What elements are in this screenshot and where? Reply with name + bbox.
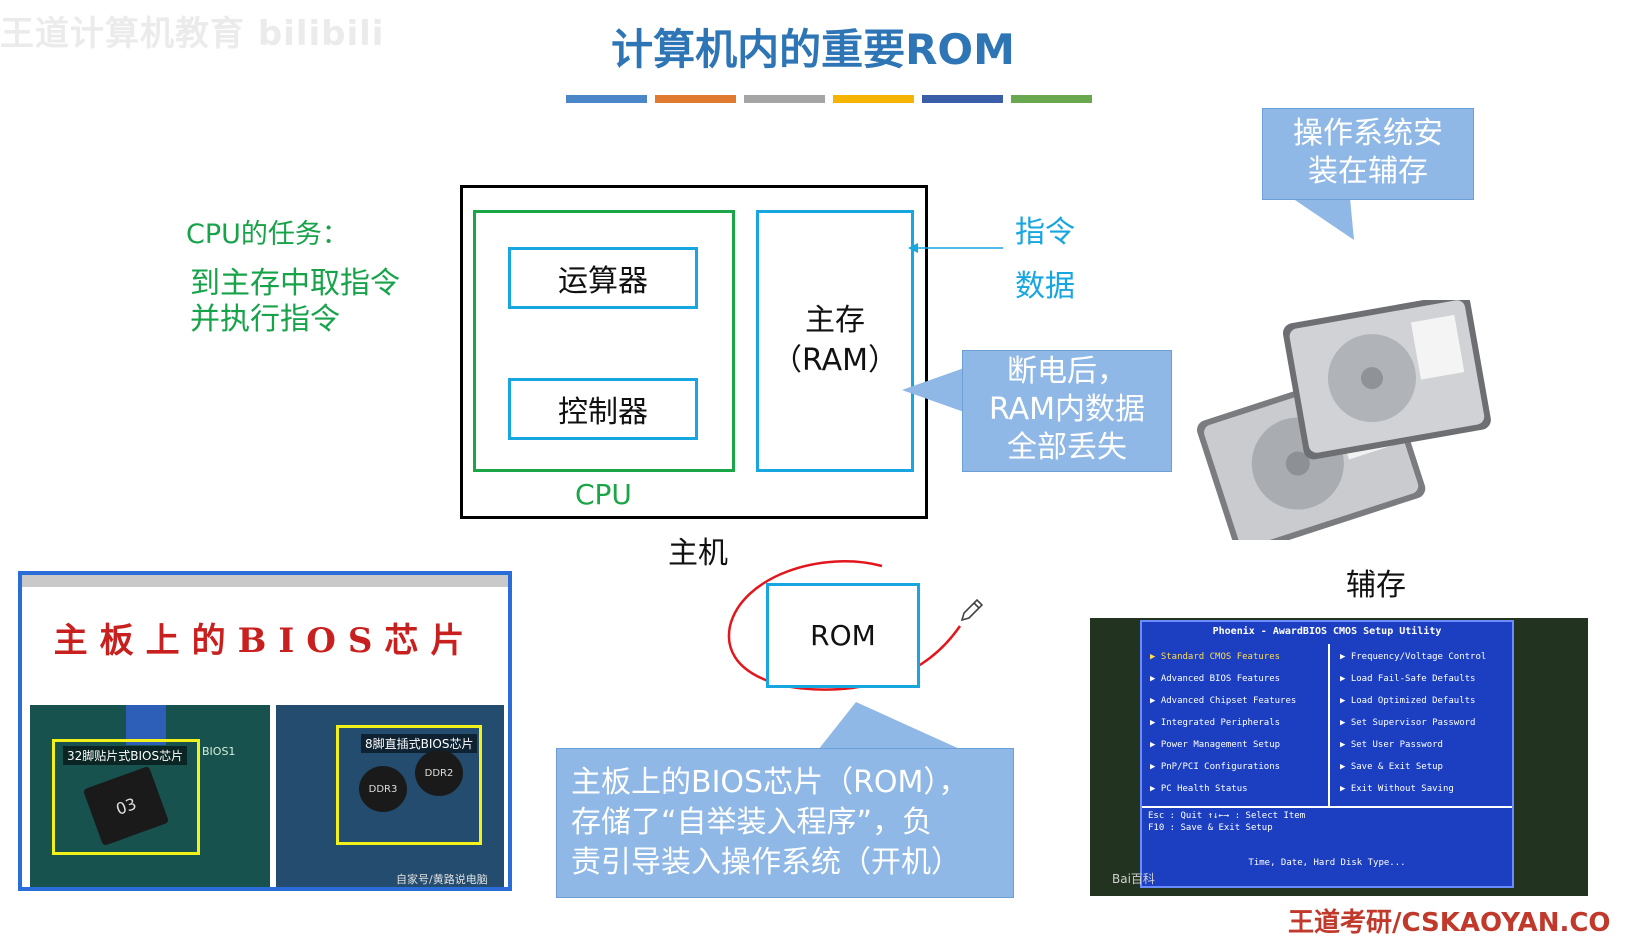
os-callout: 操作系统安 装在辅存 bbox=[1262, 108, 1474, 200]
chip-left-code: 03 bbox=[113, 793, 139, 819]
bios-menu-item: ▶ Load Optimized Defaults bbox=[1340, 696, 1476, 706]
chip-left-label: 32脚贴片式BIOS芯片 bbox=[63, 746, 188, 765]
chip-right-label: 8脚直插式BIOS芯片 bbox=[361, 734, 478, 753]
bios-chip-left: 03 bbox=[82, 765, 170, 847]
bios-menu-item: ▶ Standard CMOS Features bbox=[1150, 652, 1281, 662]
cpu-task-heading: CPU的任务： bbox=[186, 219, 349, 250]
ram-label: 主存 bbox=[805, 303, 865, 338]
accent-bar bbox=[1011, 95, 1092, 103]
host-box bbox=[460, 185, 928, 519]
cpu-label: CPU bbox=[575, 478, 632, 511]
photo-source-note: 自家号/黄路说电脑 bbox=[396, 873, 488, 886]
page-title: 计算机内的重要ROM bbox=[611, 25, 1015, 74]
callout-line: 全部丢失 bbox=[1007, 430, 1127, 465]
bios-divider bbox=[1328, 644, 1330, 806]
board-slot bbox=[126, 705, 166, 745]
watermark: 王道计算机教育 bilibili bbox=[0, 14, 385, 54]
callout-line: 主板上的BIOS芯片（ROM）， bbox=[571, 765, 969, 800]
pencil-icon bbox=[960, 598, 984, 622]
accent-bar bbox=[655, 95, 736, 103]
data-label: 数据 bbox=[1015, 269, 1075, 304]
bios-menu-item: ▶ PC Health Status bbox=[1150, 784, 1248, 794]
bios-photo-title: 主板上的BIOS芯片 bbox=[53, 621, 477, 661]
bios-key-line: Esc : Quit ↑↓←→ : Select Item bbox=[1148, 811, 1306, 821]
chip-left-frame: 32脚贴片式BIOS芯片 03 bbox=[52, 739, 200, 855]
cpu-task-line: 并执行指令 bbox=[190, 302, 340, 337]
footer-url: 王道考研/CSKAOYAN.CO bbox=[1288, 908, 1611, 938]
callout-line: 断电后， bbox=[1007, 354, 1127, 389]
callout-line: RAM内数据 bbox=[988, 392, 1146, 427]
bios-menu-item: ▶ Advanced Chipset Features bbox=[1150, 696, 1297, 706]
bios-menu-item: ▶ Frequency/Voltage Control bbox=[1340, 652, 1487, 662]
bios-right-menu: ▶ Frequency/Voltage Control ▶ Load Fail-… bbox=[1332, 646, 1516, 800]
chip-right-code: DDR2 bbox=[424, 767, 454, 779]
bios-menu-item: ▶ Integrated Peripherals bbox=[1150, 718, 1281, 728]
accent-bar bbox=[744, 95, 825, 103]
hard-disk-image bbox=[1197, 300, 1491, 540]
input-arrow bbox=[908, 243, 1003, 253]
cpu-box bbox=[473, 210, 735, 472]
controller-box: 控制器 bbox=[508, 378, 698, 440]
bios-divider bbox=[1142, 806, 1512, 808]
os-callout-pointer bbox=[1292, 198, 1354, 240]
board-right: 8脚直插式BIOS芯片 DDR3 DDR2 自家号/黄路说电脑 bbox=[276, 705, 504, 887]
board-silkscreen: BIOS1 bbox=[202, 745, 236, 758]
chip-right-code: DDR3 bbox=[368, 783, 398, 795]
bios-menu-item: ▶ Set User Password bbox=[1340, 740, 1443, 750]
board-left: 32脚贴片式BIOS芯片 03 BIOS1 bbox=[30, 705, 270, 887]
accent-bar bbox=[833, 95, 914, 103]
callout-line: 操作系统安 bbox=[1293, 116, 1443, 151]
bios-key-help: Esc : Quit ↑↓←→ : Select Item F10 : Save… bbox=[1148, 810, 1508, 834]
cpu-task-description: 到主存中取指令 并执行指令 bbox=[190, 266, 450, 338]
rom-box: ROM bbox=[766, 583, 920, 688]
title-accent-bars bbox=[566, 95, 1092, 103]
accent-bar bbox=[566, 95, 647, 103]
bios-left-menu: ▶ Standard CMOS Features ▶ Advanced BIOS… bbox=[1142, 646, 1326, 800]
instruction-label: 指令 bbox=[1015, 215, 1075, 250]
bios-menu-item: ▶ Advanced BIOS Features bbox=[1150, 674, 1281, 684]
input-labels: 指令 数据 bbox=[1015, 206, 1075, 314]
ram-callout: 断电后， RAM内数据 全部丢失 bbox=[962, 350, 1172, 472]
rom-callout-pointer bbox=[818, 702, 962, 750]
rom-callout: 主板上的BIOS芯片（ROM）， 存储了“自举装入程序”，负 责引导装入操作系统… bbox=[556, 748, 1014, 898]
chip-right-frame: 8脚直插式BIOS芯片 DDR3 DDR2 bbox=[336, 725, 482, 845]
bios-chip-right-a: DDR3 bbox=[359, 766, 407, 812]
secondary-storage-label: 辅存 bbox=[1346, 568, 1406, 603]
ram-callout-pointer bbox=[902, 368, 964, 412]
alu-box: 运算器 bbox=[508, 247, 698, 309]
callout-line: 责引导装入操作系统（开机） bbox=[571, 845, 961, 880]
host-label: 主机 bbox=[668, 536, 728, 571]
bios-chip-right-b: DDR2 bbox=[415, 750, 463, 796]
bios-header: Phoenix - AwardBIOS CMOS Setup Utility bbox=[1212, 626, 1442, 637]
ram-box: 主存 （RAM） bbox=[756, 210, 914, 472]
bios-menu-item: ▶ Power Management Setup bbox=[1150, 740, 1281, 750]
bios-setup-screen: Phoenix - AwardBIOS CMOS Setup Utility ▶… bbox=[1140, 620, 1514, 888]
photo-top-strip bbox=[22, 575, 508, 587]
bios-menu-item: ▶ Load Fail-Safe Defaults bbox=[1340, 674, 1476, 684]
bios-key-line: F10 : Save & Exit Setup bbox=[1148, 823, 1273, 833]
bios-chip-photo: 主板上的BIOS芯片 32脚贴片式BIOS芯片 03 BIOS1 8脚直插式BI… bbox=[18, 571, 512, 891]
bios-menu-item: ▶ Set Supervisor Password bbox=[1340, 718, 1476, 728]
ram-label-sub: （RAM） bbox=[771, 343, 899, 378]
baidu-watermark: Bai百科 bbox=[1112, 872, 1155, 886]
cpu-task-line: 到主存中取指令 bbox=[190, 266, 400, 301]
bios-menu-item: ▶ Exit Without Saving bbox=[1340, 784, 1454, 794]
bios-menu-item: ▶ Save & Exit Setup bbox=[1340, 762, 1443, 772]
bios-menu-item: ▶ PnP/PCI Configurations bbox=[1150, 762, 1281, 772]
bios-status-line: Time, Date, Hard Disk Type... bbox=[1248, 858, 1406, 868]
accent-bar bbox=[922, 95, 1003, 103]
callout-line: 装在辅存 bbox=[1308, 154, 1428, 189]
callout-line: 存储了“自举装入程序”，负 bbox=[571, 805, 933, 840]
